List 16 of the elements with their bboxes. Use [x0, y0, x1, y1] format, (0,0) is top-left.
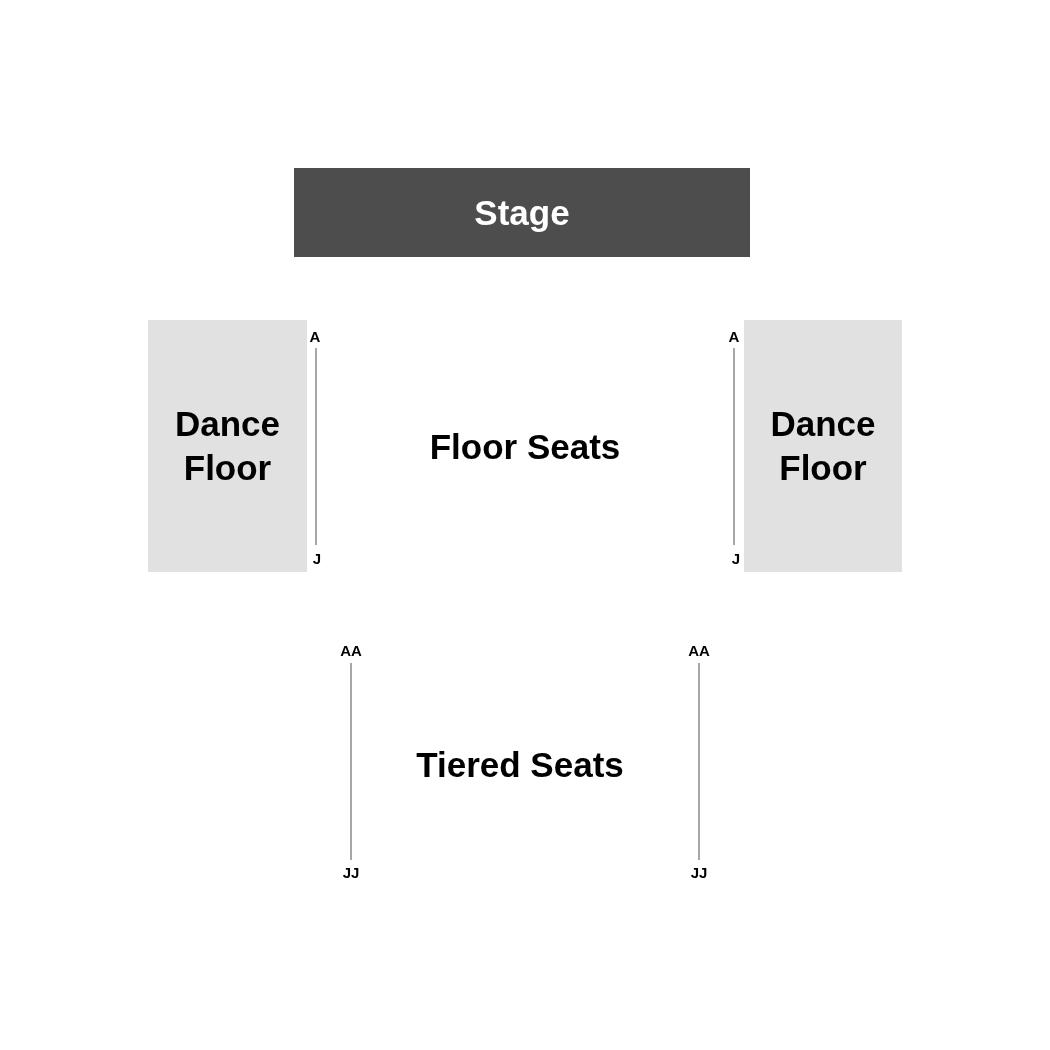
row-label: AA — [688, 643, 710, 659]
section-label: Dance Floor — [173, 403, 282, 489]
row-label: J — [312, 551, 322, 567]
section-label: Floor Seats — [429, 426, 621, 468]
row-label: JJ — [342, 865, 360, 881]
stage-label: Stage — [474, 191, 570, 234]
row-label: J — [731, 551, 741, 567]
row-label: AA — [340, 643, 362, 659]
row-label: A — [728, 329, 740, 345]
section-label: Tiered Seats — [416, 744, 624, 786]
dance-floor-area — [148, 320, 307, 572]
stage-block — [294, 168, 750, 257]
dance-floor-area — [744, 320, 902, 572]
row-label: A — [309, 329, 321, 345]
row-label: JJ — [690, 865, 708, 881]
section-label: Dance Floor — [769, 403, 877, 489]
